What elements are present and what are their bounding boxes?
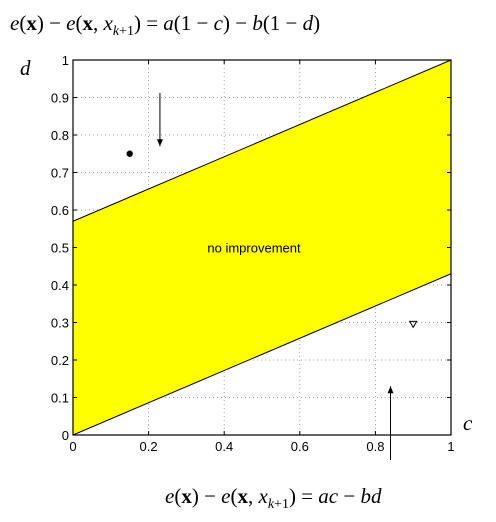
no-improvement-region: [73, 60, 451, 435]
top-equation: e(x) − e(x, xk+1) = a(1 − c) − b(1 − d): [10, 11, 320, 39]
bottom-equation: e(x) − e(x, xk+1) = ac − bd: [165, 484, 382, 512]
y-tick-label: 0.2: [51, 353, 69, 368]
x-ticks: 0 0.2 0.4 0.6 0.8 1: [69, 60, 455, 454]
y-axis-label: d: [20, 56, 31, 80]
y-tick-label: 0: [62, 428, 69, 443]
x-tick-label: 0.8: [366, 439, 384, 454]
x-tick-label: 0: [69, 439, 76, 454]
bottom-annotation-arrow-head: [387, 386, 394, 394]
point-dot: [126, 150, 133, 157]
y-tick-label: 0.7: [51, 166, 69, 181]
x-tick-label: 0.4: [215, 439, 233, 454]
x-tick-label: 1: [447, 439, 454, 454]
x-tick-label: 0.2: [140, 439, 158, 454]
y-tick-label: 0.5: [51, 241, 69, 256]
y-tick-label: 0.9: [51, 91, 69, 106]
top-annotation-arrow-head: [156, 139, 163, 147]
y-tick-label: 1: [62, 53, 69, 68]
y-tick-label: 0.8: [51, 128, 69, 143]
region-label: no improvement: [207, 241, 301, 256]
annotation-arrows: [156, 93, 394, 460]
y-tick-label: 0.1: [51, 391, 69, 406]
x-tick-label: 0.6: [291, 439, 309, 454]
lower-boundary-line: [72, 273, 452, 436]
y-ticks: 0 0.1 0.2 0.3 0.4 0.5 0.6 0.7 0.8 0.9 1: [51, 53, 451, 443]
y-tick-label: 0.6: [51, 203, 69, 218]
data-points: [126, 150, 418, 329]
upper-boundary-line: [72, 59, 452, 222]
x-axis-label: c: [463, 411, 473, 435]
point-triangle-down: [408, 320, 418, 329]
y-tick-label: 0.4: [51, 278, 69, 293]
y-tick-label: 0.3: [51, 316, 69, 331]
